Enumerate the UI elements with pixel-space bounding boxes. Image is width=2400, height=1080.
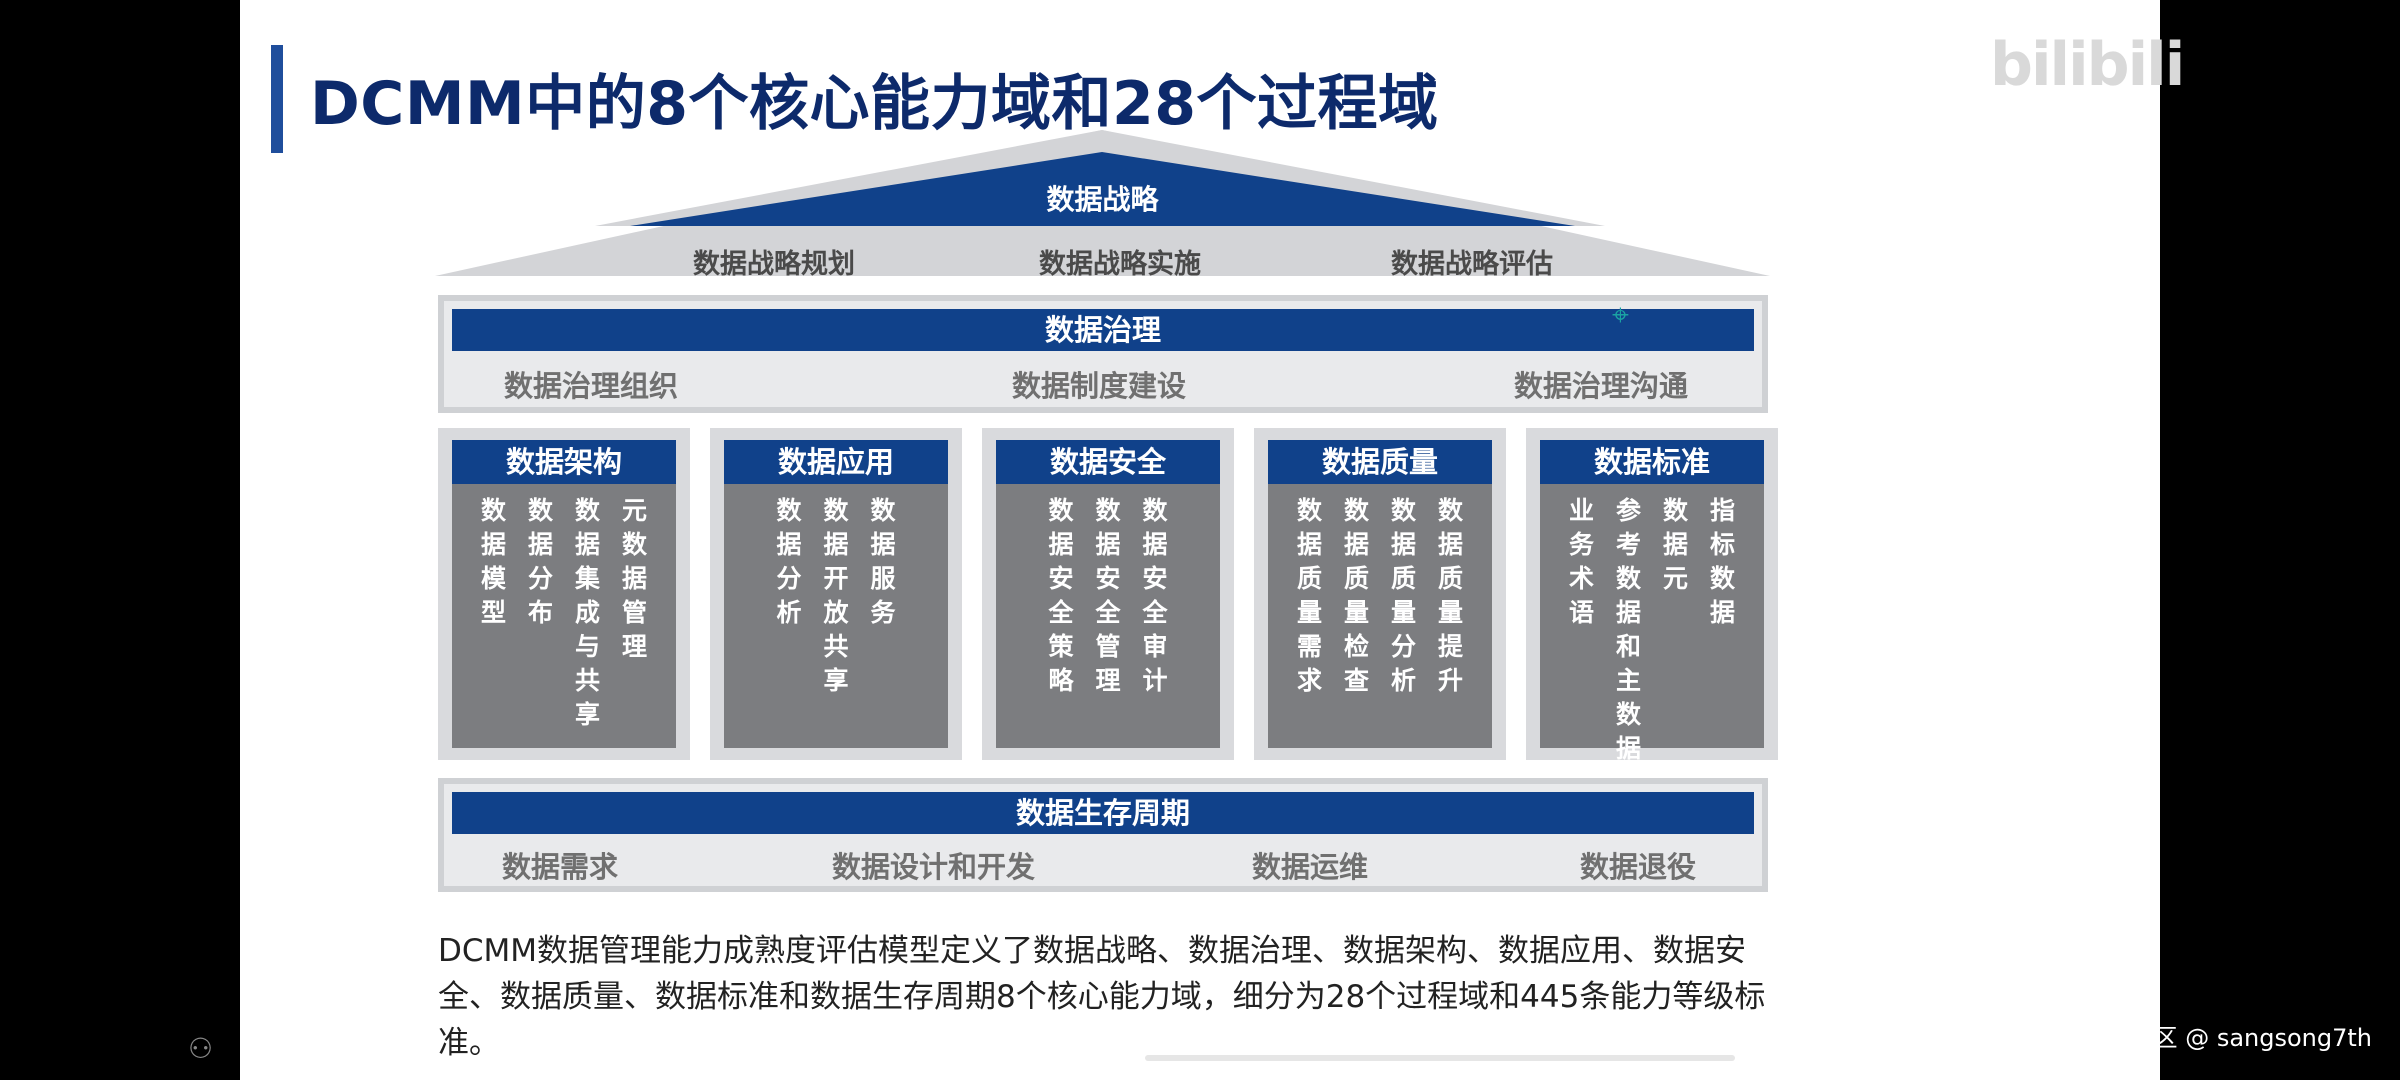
- pillar-process-domain: 数据分析: [776, 496, 802, 627]
- slide: DCMM中的8个核心能力域和28个过程域 bilibili 数据战略 数据战略规…: [240, 0, 2185, 1080]
- governance-item: 数据制度建设: [1012, 369, 1187, 403]
- pillar-body: 数据安全数据安全策略数据安全管理数据安全审计: [996, 440, 1220, 748]
- pillar-process-domain: 元数据管理: [621, 496, 647, 661]
- pillar-columns: 数据质量需求数据质量检查数据质量分析数据质量提升: [1268, 494, 1492, 698]
- pillar-process-domain: 数据质量提升: [1437, 496, 1463, 695]
- pillar-process-domain: 数据开放共享: [823, 496, 849, 695]
- description-text: DCMM数据管理能力成熟度评估模型定义了数据战略、数据治理、数据架构、数据应用、…: [438, 933, 1766, 1061]
- pillar-columns: 数据模型数据分布数据集成与共享元数据管理: [452, 494, 676, 732]
- roof-item: 数据战略实施: [1039, 249, 1201, 280]
- bilibili-logo: bilibili: [1990, 30, 2185, 100]
- lifecycle-item: 数据运维: [1252, 850, 1369, 884]
- pillar-process-domain: 数据质量检查: [1343, 496, 1369, 695]
- title-accent-bar: [271, 45, 283, 153]
- pillar-body: 数据质量数据质量需求数据质量检查数据质量分析数据质量提升: [1268, 440, 1492, 748]
- pillar-process-domain: 数据集成与共享: [574, 496, 600, 729]
- watermark: 掘金技术社区 @ sangsong7th: [2033, 1024, 2372, 1052]
- pillar-title: 数据架构: [452, 440, 676, 484]
- pillar-process-domain: 数据模型: [480, 496, 506, 627]
- pillar-process-domain: 数据分布: [527, 496, 553, 627]
- lifecycle-band: 数据生存周期 数据需求 数据设计和开发 数据运维 数据退役: [438, 778, 1768, 892]
- pillar: 数据质量数据质量需求数据质量检查数据质量分析数据质量提升: [1254, 428, 1506, 760]
- roof-item: 数据战略规划: [693, 249, 855, 280]
- slide-title: DCMM中的8个核心能力域和28个过程域: [310, 69, 1439, 139]
- pillar-process-domain: 业务术语: [1568, 496, 1594, 627]
- pillar: 数据架构数据模型数据分布数据集成与共享元数据管理: [438, 428, 690, 760]
- pillar-title: 数据应用: [724, 440, 948, 484]
- video-progress-track[interactable]: [1145, 1055, 1735, 1061]
- pillar-process-domain: 数据安全策略: [1048, 496, 1074, 695]
- pillar-process-domain: 数据服务: [870, 496, 896, 627]
- viewers-icon: ⚇: [188, 1032, 214, 1065]
- lifecycle-item: 数据需求: [502, 850, 619, 884]
- pillar-process-domain: 参考数据和主数据: [1615, 496, 1641, 763]
- pillar-body: 数据标准业务术语参考数据和主数据数据元指标数据: [1540, 440, 1764, 763]
- roof-title: 数据战略: [1046, 183, 1159, 216]
- pillar-body: 数据应用数据分析数据开放共享数据服务: [724, 440, 948, 748]
- lifecycle-title: 数据生存周期: [452, 792, 1754, 834]
- pillar-process-domain: 数据安全管理: [1095, 496, 1121, 695]
- pillar-process-domain: 数据质量需求: [1296, 496, 1322, 695]
- pillar-columns: 业务术语参考数据和主数据数据元指标数据: [1540, 494, 1764, 766]
- pillar-process-domain: 数据安全审计: [1142, 496, 1168, 695]
- pillar-columns: 数据分析数据开放共享数据服务: [724, 494, 948, 698]
- governance-band: 数据治理 数据治理组织 数据制度建设 数据治理沟通: [438, 295, 1768, 413]
- governance-item: 数据治理沟通: [1514, 369, 1689, 403]
- lifecycle-item: 数据设计和开发: [832, 850, 1036, 884]
- pillar: 数据应用数据分析数据开放共享数据服务: [710, 428, 962, 760]
- pillar-process-domain: 数据元: [1662, 496, 1688, 593]
- roof-item: 数据战略评估: [1391, 249, 1553, 280]
- governance-title: 数据治理: [452, 309, 1754, 351]
- pillar-columns: 数据安全策略数据安全管理数据安全审计: [996, 494, 1220, 698]
- pillar: 数据安全数据安全策略数据安全管理数据安全审计: [982, 428, 1234, 760]
- governance-item: 数据治理组织: [504, 369, 679, 403]
- pillar-process-domain: 指标数据: [1709, 496, 1735, 627]
- roof-data-strategy: 数据战略 数据战略规划 数据战略实施 数据战略评估: [435, 130, 1770, 280]
- lifecycle-item: 数据退役: [1580, 850, 1697, 884]
- roof-shape: [435, 130, 1770, 276]
- pillar-title: 数据标准: [1540, 440, 1764, 484]
- pillar: 数据标准业务术语参考数据和主数据数据元指标数据: [1526, 428, 1778, 763]
- pillar-body: 数据架构数据模型数据分布数据集成与共享元数据管理: [452, 440, 676, 748]
- pointer-cursor-icon: ⌖: [1612, 298, 1629, 333]
- pillar-title: 数据安全: [996, 440, 1220, 484]
- pillar-process-domain: 数据质量分析: [1390, 496, 1416, 695]
- pillar-title: 数据质量: [1268, 440, 1492, 484]
